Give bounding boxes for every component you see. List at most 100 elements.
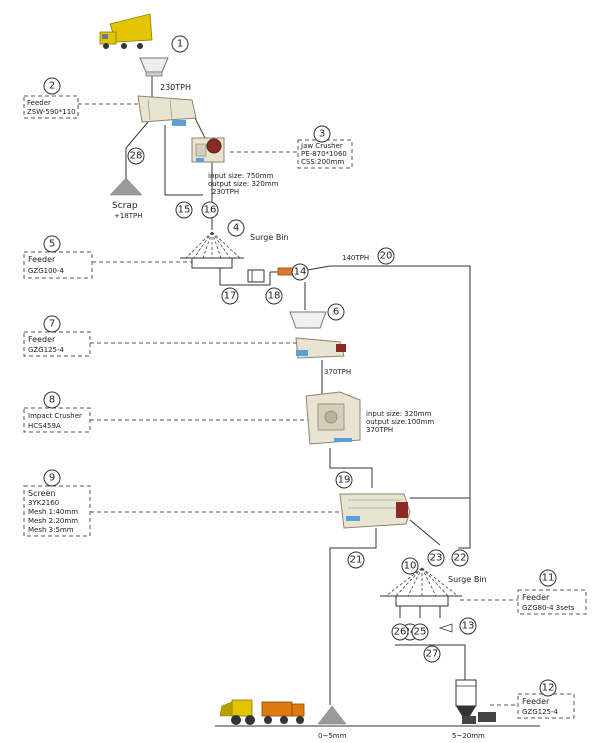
scrap-label: Scrap — [112, 201, 138, 211]
step-number-text: 17 — [224, 291, 237, 302]
step-number-4: 4 — [227, 219, 245, 237]
feeder-11-model: GZG80-4 3sets — [522, 604, 575, 612]
wheel-loader — [219, 699, 255, 725]
step-number-text: 2 — [49, 81, 55, 92]
step-circle — [127, 147, 145, 165]
surge-bin-10 — [380, 567, 462, 607]
hopper-6 — [289, 311, 327, 329]
step-number-text: 26 — [394, 627, 407, 638]
vibrating-feeder-2 — [137, 95, 197, 126]
flow-lines — [125, 60, 471, 705]
step-number-21: 21 — [347, 551, 365, 569]
feeder-7-model: GZG125-4 — [28, 346, 65, 354]
step-number-27: 27 — [423, 645, 441, 663]
step-number-text: 28 — [130, 151, 143, 162]
flow-labels: 230TPH input size: 750mm output size: 32… — [112, 83, 487, 740]
step-number-text: 9 — [49, 473, 55, 484]
step-circle — [423, 645, 441, 663]
step-number-text: 3 — [319, 129, 325, 140]
product-pile-fine — [317, 705, 347, 725]
step-circle — [201, 201, 219, 219]
step-number-3: 3 — [313, 125, 331, 143]
step-number-text: 27 — [426, 649, 439, 660]
impact-input-size: input size: 320mm — [366, 410, 432, 418]
step-number-5: 5 — [43, 235, 61, 253]
step-number-2: 2 — [43, 77, 61, 95]
step-number-11: 11 — [539, 569, 557, 587]
vibrating-screen-9 — [339, 493, 411, 529]
scrap-pile — [109, 177, 143, 196]
step-circle — [347, 551, 365, 569]
feeder-7-box: Feeder GZG125-4 — [23, 331, 91, 357]
feeder-5-model: GZG100-4 — [28, 267, 65, 275]
jaw-crusher-3-box: Jaw Crusher PE-870*1060 CSS:200mm — [297, 139, 353, 169]
feeder-2-title: Feeder — [27, 99, 51, 107]
step-circle — [459, 617, 477, 635]
step-circle — [43, 315, 61, 333]
step-circle — [427, 549, 445, 567]
surge-bin-4 — [180, 231, 244, 269]
callout-lines — [78, 103, 518, 706]
feeder-5-title: Feeder — [28, 255, 56, 264]
step-number-text: 22 — [454, 553, 467, 564]
step-circle — [391, 623, 409, 641]
step-number-6: 6 — [327, 303, 345, 321]
feeder-5-box: Feeder GZG100-4 — [23, 251, 93, 279]
step-number-7: 7 — [43, 315, 61, 333]
feeder-12-model: GZG125-4 — [522, 708, 559, 716]
step-circle — [265, 287, 283, 305]
step-number-22: 22 — [451, 549, 469, 567]
jaw-crusher-3 — [191, 137, 225, 163]
step-number-28: 28 — [127, 147, 145, 165]
step-circle — [539, 569, 557, 587]
flow-140: 140TPH — [342, 254, 369, 262]
step-number-text: 8 — [49, 395, 55, 406]
feeder-2-model: ZSW-590*110 — [27, 108, 76, 116]
step-number-18: 18 — [265, 287, 283, 305]
step-number-text: 24 — [404, 627, 417, 638]
jaw-crusher-css: CSS:200mm — [301, 158, 344, 166]
impact-output-size: output size:100mm — [366, 418, 434, 426]
transfer-station — [247, 269, 265, 283]
impact-crusher-model: HCS459A — [28, 422, 61, 430]
impact-crusher-8-box: Impact Crusher HCS459A — [23, 407, 91, 433]
feeder-11-title: Feeder — [522, 593, 550, 602]
step-number-text: 25 — [414, 627, 427, 638]
step-number-23: 23 — [427, 549, 445, 567]
step-number-12: 12 — [539, 679, 557, 697]
step-circle — [43, 469, 61, 487]
step-number-text: 5 — [49, 239, 55, 250]
step-number-25: 25 — [411, 623, 429, 641]
step-number-1: 1 — [171, 35, 189, 53]
feeder-11-box: Feeder GZG80-4 3sets — [517, 589, 587, 615]
dump-truck-top — [99, 13, 153, 49]
feeder-2-box: Feeder ZSW-590*110 — [23, 95, 79, 119]
screen-mesh-3: Mesh 3:5mm — [28, 526, 74, 534]
step-number-26: 26 — [391, 623, 409, 641]
step-circle — [401, 557, 419, 575]
step-number-15: 15 — [175, 201, 193, 219]
dump-truck-bottom — [261, 701, 305, 724]
jaw-output-size: output size: 320mm — [208, 180, 279, 188]
step-number-text: 12 — [542, 683, 555, 694]
step-circle — [377, 247, 395, 265]
flow-370: 370TPH — [324, 368, 351, 376]
step-number-17: 17 — [221, 287, 239, 305]
step-number-text: 20 — [380, 251, 393, 262]
step-number-text: 4 — [233, 223, 239, 234]
product-coarse-label: 5~20mm — [452, 732, 485, 740]
hopper-1 — [139, 57, 169, 77]
step-number-16: 16 — [201, 201, 219, 219]
step-number-20: 20 — [377, 247, 395, 265]
step-number-text: 16 — [204, 205, 217, 216]
step-circle — [451, 549, 469, 567]
impact-crusher-title: Impact Crusher — [28, 412, 82, 420]
step-number-text: 21 — [350, 555, 363, 566]
feeder-12-box: Feeder GZG125-4 — [517, 693, 575, 719]
screen-9-box: Screen 3YK2160 Mesh 1:40mm Mesh 2:20mm M… — [23, 485, 91, 537]
product-fine-label: 0~5mm — [318, 732, 347, 740]
scrap-tph: +18TPH — [114, 212, 143, 220]
step-number-text: 19 — [338, 475, 351, 486]
step-circle — [327, 303, 345, 321]
